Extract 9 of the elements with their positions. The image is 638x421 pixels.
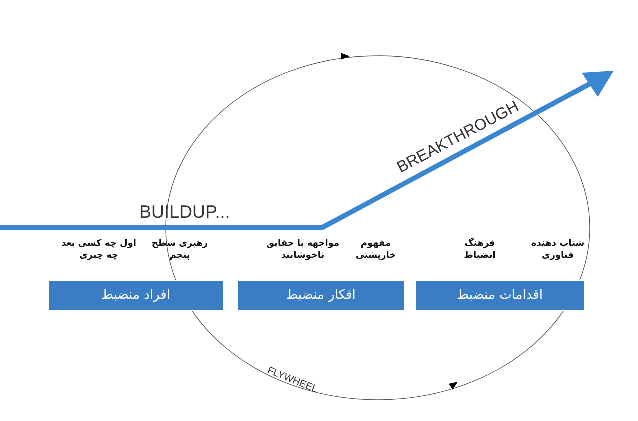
title-box: اقدامات منضبط — [415, 280, 585, 311]
note-text: شتاب دهنده فناوری — [530, 238, 586, 262]
title-box: افراد منضبط — [48, 280, 224, 311]
note-text: فرهنگ انضباط — [463, 238, 497, 262]
note-text: مفهوم خارپشتی — [354, 238, 398, 262]
note-text: اول چه کسی بعد چه چیزی — [60, 238, 138, 262]
title-box: افکار منضبط — [237, 280, 405, 311]
note-text: رهبری سطح پنجم — [150, 238, 210, 262]
note-text: مواجهه با حقایق ناخوشایند — [265, 238, 341, 262]
